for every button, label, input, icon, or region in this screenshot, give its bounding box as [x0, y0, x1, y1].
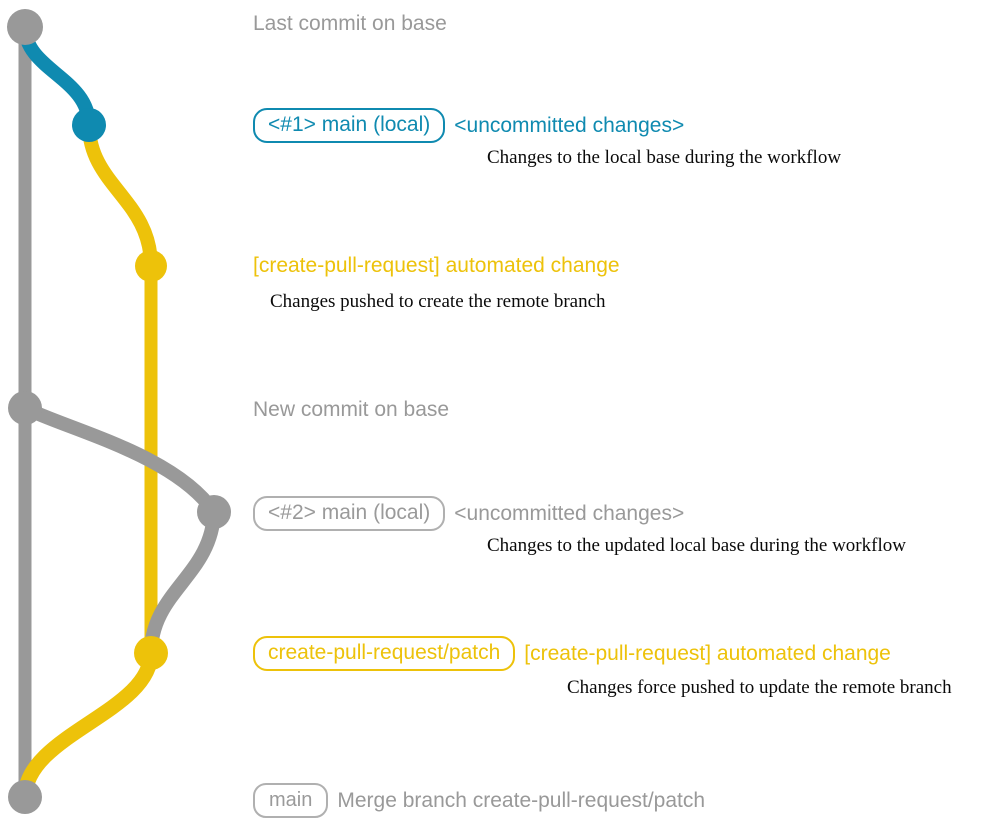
commit-node-base-merge[interactable]: [8, 780, 42, 814]
commit-node-local-1[interactable]: [72, 108, 106, 142]
commit-node-remote-1[interactable]: [135, 250, 167, 282]
commit-description-local-2: Changes to the updated local base during…: [487, 535, 906, 556]
commit-row-base-new: New commit on base: [253, 399, 449, 420]
branch-pill-remote-2[interactable]: create-pull-request/patch: [253, 636, 516, 671]
commit-row-remote-2: create-pull-request/patch [create-pull-r…: [253, 636, 891, 671]
edge-local1-to-remote1: [82, 118, 158, 273]
commit-row-remote-1: [create-pull-request] automated change: [253, 255, 620, 276]
commit-message-base-last: Last commit on base: [253, 12, 447, 35]
edge-basenew-to-local2: [18, 401, 221, 519]
commit-message-local-1: <uncommitted changes>: [454, 114, 685, 137]
commit-row-merge: main Merge branch create-pull-request/pa…: [253, 783, 705, 818]
commit-graph: [7, 9, 231, 814]
commit-message-base-new: New commit on base: [253, 398, 450, 421]
commit-node-remote-2[interactable]: [134, 636, 168, 670]
commit-row-base-last: Last commit on base: [253, 13, 447, 34]
commit-node-base-new[interactable]: [8, 391, 42, 425]
commit-description-local-1: Changes to the local base during the wor…: [487, 147, 842, 168]
commit-message-remote-1: [create-pull-request] automated change: [253, 254, 620, 277]
commit-message-merge: Merge branch create-pull-request/patch: [337, 789, 706, 812]
commit-row-local-2: <#2> main (local) <uncommitted changes>: [253, 496, 684, 531]
commit-description-remote-1: Changes pushed to create the remote bran…: [270, 291, 606, 312]
commit-message-local-2: <uncommitted changes>: [454, 502, 685, 525]
branch-pill-local-1[interactable]: <#1> main (local): [253, 108, 446, 143]
edge-remote2-to-merge: [17, 645, 159, 805]
commit-node-base-last[interactable]: [7, 9, 43, 45]
commit-description-remote-2: Changes force pushed to update the remot…: [567, 677, 952, 698]
commit-node-local-2[interactable]: [197, 495, 231, 529]
branch-pill-main[interactable]: main: [253, 783, 329, 818]
commit-message-remote-2: [create-pull-request] automated change: [524, 642, 891, 665]
commit-row-local-1: <#1> main (local) <uncommitted changes>: [253, 108, 684, 143]
edge-local2-to-remote2: [144, 505, 221, 660]
branch-pill-local-2[interactable]: <#2> main (local): [253, 496, 446, 531]
